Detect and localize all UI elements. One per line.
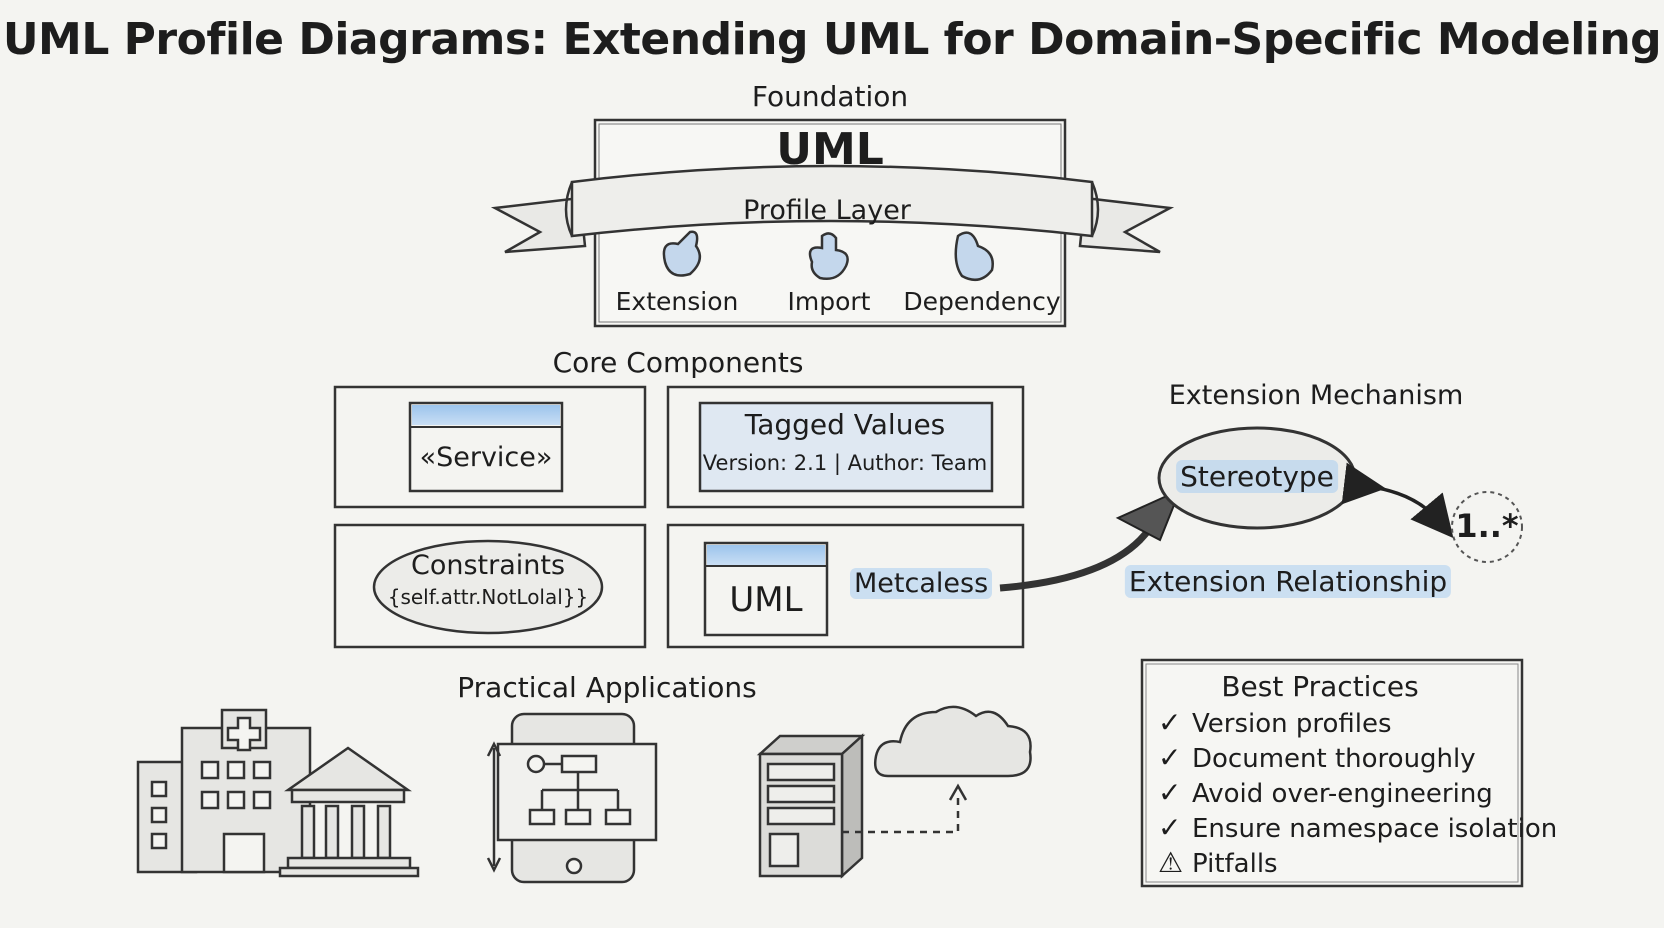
checkmark-icon: ✓ — [1158, 741, 1182, 774]
profile-layer-ribbon — [490, 164, 1175, 254]
core-components-heading: Core Components — [552, 346, 804, 379]
tagged-values-box — [698, 401, 994, 493]
page-title: UML Profile Diagrams: Extending UML for … — [2, 14, 1662, 65]
service-box-header — [412, 405, 560, 425]
constraints-ellipse — [372, 539, 604, 635]
practice-item: ✓Version profiles — [1158, 706, 1392, 739]
extension-hook-icon — [662, 230, 702, 277]
best-practices-list: ✓Version profiles ✓Document thoroughly ✓… — [1158, 706, 1557, 881]
server-icon — [756, 733, 866, 879]
dependency-label: Dependency — [903, 287, 1061, 316]
metaclass-label: Metcaless — [850, 568, 993, 599]
extension-mechanism-heading: Extension Mechanism — [1168, 380, 1464, 411]
hospital-icon — [136, 708, 312, 874]
metaclass-uml-label: UML — [729, 580, 803, 620]
dependency-hook-icon — [954, 231, 994, 282]
checkmark-icon: ✓ — [1158, 811, 1182, 844]
import-hook-icon — [808, 232, 849, 280]
bank-icon — [278, 746, 420, 878]
checkmark-icon: ✓ — [1158, 706, 1182, 739]
practice-item: ⚠Pitfalls — [1158, 846, 1278, 879]
practice-item: ✓Avoid over-engineering — [1158, 776, 1493, 809]
practical-applications-heading: Practical Applications — [457, 671, 757, 704]
tablet-diagram-icon — [486, 712, 658, 884]
tagged-values-title: Tagged Values — [744, 408, 946, 441]
practice-item: ✓Document thoroughly — [1158, 741, 1476, 774]
checkmark-icon: ✓ — [1158, 776, 1182, 809]
best-practices-frame — [1140, 658, 1524, 888]
constraints-expression: {self.attr.NotLolal}} — [387, 585, 589, 609]
warning-icon: ⚠ — [1158, 846, 1184, 879]
extension-label: Extension — [615, 287, 739, 316]
multiplicity-label: 1..* — [1455, 507, 1519, 545]
multiplicity-circle — [1451, 491, 1523, 563]
multiplicity-arrow — [1341, 462, 1454, 539]
uml-label: UML — [776, 124, 884, 175]
import-label: Import — [787, 287, 871, 316]
profile-layer-label: Profile Layer — [743, 195, 911, 226]
cloud-icon — [874, 705, 1032, 778]
tagged-values-detail: Version: 2.1 | Author: Team — [702, 451, 988, 475]
service-stereotype-label: «Service» — [419, 442, 553, 473]
practice-item: ✓Ensure namespace isolation — [1158, 811, 1558, 844]
extension-relationship-label: Extension Relationship — [1124, 565, 1452, 598]
constraints-title: Constraints — [410, 550, 566, 581]
best-practices-heading: Best Practices — [1221, 670, 1419, 703]
foundation-heading: Foundation — [751, 80, 909, 113]
stereotype-label: Stereotype — [1176, 460, 1338, 493]
